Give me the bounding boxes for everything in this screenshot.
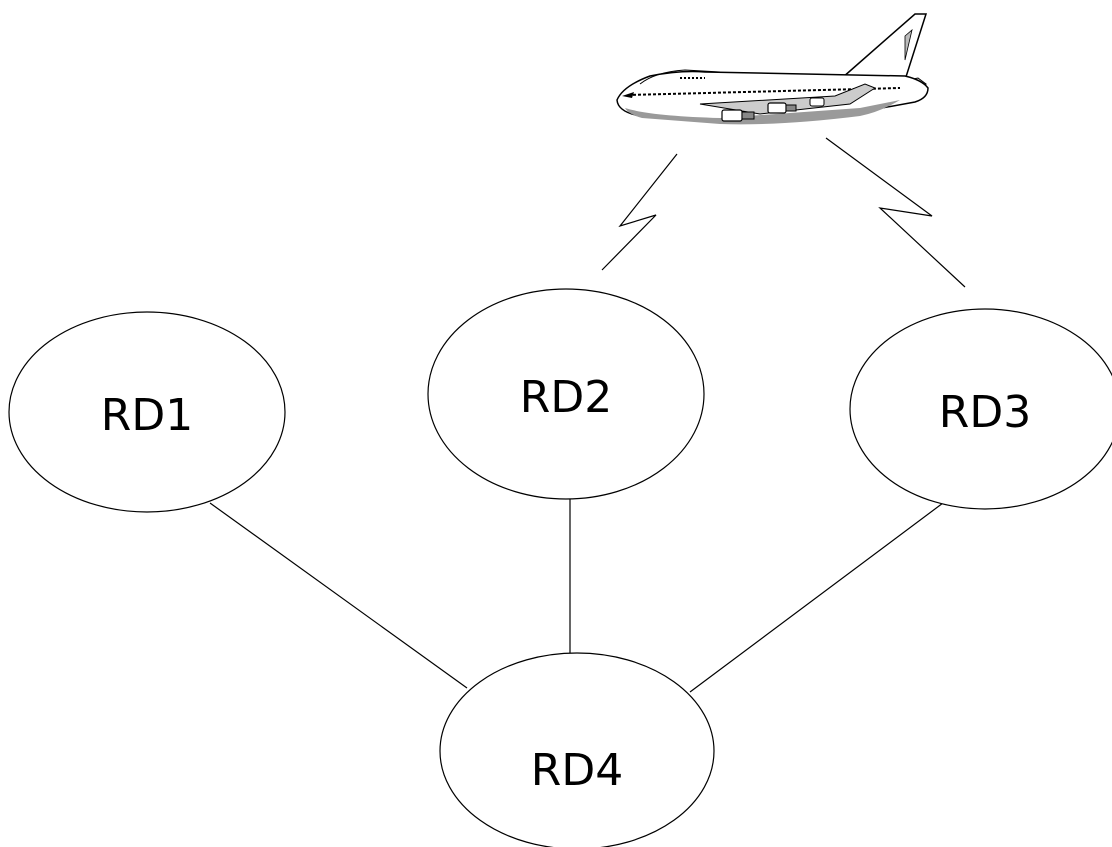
node-rd1-label: RD1 — [101, 390, 193, 441]
airliner-icon — [616, 13, 929, 125]
node-rd2[interactable]: RD2 — [427, 288, 705, 500]
node-rd4[interactable]: RD4 — [439, 652, 715, 847]
node-rd4-label: RD4 — [531, 745, 623, 796]
node-rd1[interactable]: RD1 — [8, 311, 286, 513]
node-rd2-label: RD2 — [520, 372, 612, 423]
radio-link-rd3 — [825, 137, 966, 288]
edge-rd1-rd4 — [209, 502, 468, 689]
node-rd3[interactable]: RD3 — [849, 308, 1112, 510]
radio-link-rd2 — [601, 153, 678, 271]
node-rd3-label: RD3 — [939, 387, 1031, 438]
edge-rd3-rd4 — [689, 502, 944, 693]
